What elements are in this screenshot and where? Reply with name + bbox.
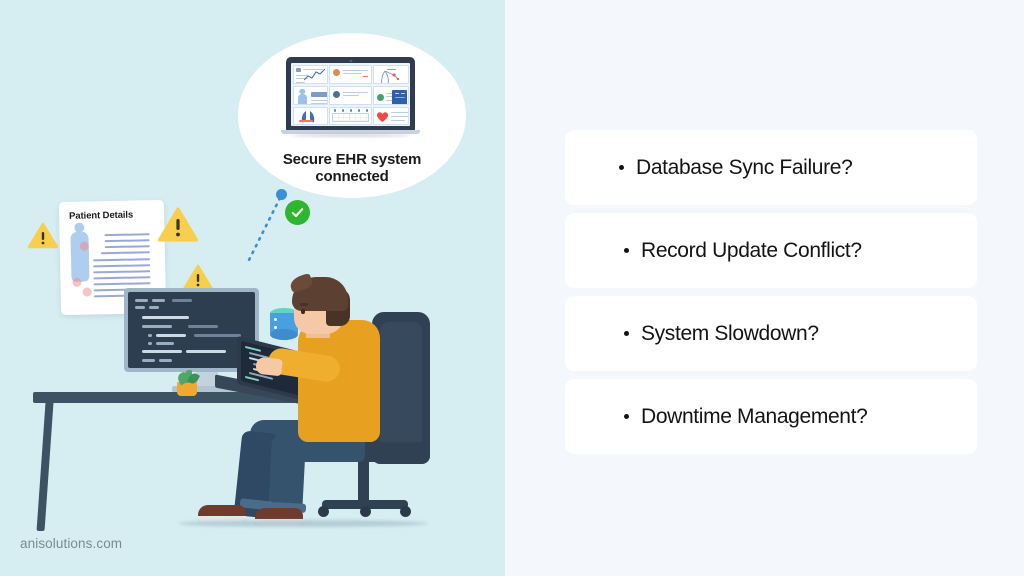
issue-label: Downtime Management? bbox=[641, 404, 868, 428]
desk-scene bbox=[0, 0, 505, 576]
bullet-icon bbox=[624, 414, 629, 419]
issue-card-downtime-management[interactable]: Downtime Management? bbox=[565, 379, 977, 454]
issue-label: Database Sync Failure? bbox=[636, 155, 853, 179]
bullet-icon bbox=[624, 248, 629, 253]
issue-card-database-sync-failure[interactable]: Database Sync Failure? bbox=[565, 130, 977, 205]
monitor-icon bbox=[124, 288, 259, 372]
dashboard-tile-patient-list bbox=[329, 64, 372, 85]
chair-base bbox=[322, 500, 408, 509]
dashboard-tile-records bbox=[329, 85, 372, 106]
issue-label: System Slowdown? bbox=[641, 321, 819, 345]
issue-card-system-slowdown[interactable]: System Slowdown? bbox=[565, 296, 977, 371]
dashboard-tile-chart bbox=[292, 64, 328, 85]
issue-card-record-update-conflict[interactable]: Record Update Conflict? bbox=[565, 213, 977, 288]
person-hand bbox=[255, 356, 283, 377]
desk-leg bbox=[36, 403, 54, 531]
connector-dotted-line bbox=[246, 196, 282, 264]
bullet-icon bbox=[619, 165, 624, 170]
watermark-text: anisolutions.com bbox=[20, 536, 123, 551]
check-circle-icon bbox=[285, 200, 310, 225]
dashboard-tile-id-card bbox=[373, 85, 409, 106]
chair-pole bbox=[358, 460, 369, 508]
illustration-panel: Secure EHR system connected Patient Deta… bbox=[0, 0, 505, 576]
monitor-foot bbox=[172, 386, 242, 392]
laptop-base bbox=[281, 130, 420, 134]
dashboard-tile-heart bbox=[373, 106, 409, 125]
shoe-icon bbox=[255, 508, 303, 525]
person-eyebrow bbox=[300, 303, 308, 306]
issue-label: Record Update Conflict? bbox=[641, 238, 862, 262]
warning-triangle-icon bbox=[158, 207, 198, 243]
shoe-icon bbox=[198, 505, 246, 522]
chair-wheel bbox=[318, 506, 329, 517]
bullet-icon bbox=[624, 331, 629, 336]
desk-surface bbox=[33, 392, 315, 403]
chair-wheel bbox=[400, 506, 411, 517]
connector-node-dot bbox=[276, 189, 287, 200]
monitor-stand bbox=[196, 370, 218, 390]
warning-triangle-icon bbox=[28, 222, 58, 249]
ehr-dashboard bbox=[291, 63, 410, 126]
person-torso bbox=[298, 320, 380, 442]
dashboard-tile-calendar bbox=[329, 106, 372, 125]
ehr-laptop-icon bbox=[281, 57, 420, 139]
office-chair-icon bbox=[372, 312, 430, 464]
floor-shadow bbox=[178, 520, 428, 527]
dashboard-tile-body-figure bbox=[292, 85, 328, 106]
dashboard-tile-lungs bbox=[292, 106, 328, 125]
ehr-caption-line-1: Secure EHR system bbox=[282, 151, 422, 168]
chair-wheel bbox=[360, 506, 371, 517]
dashboard-tile-anatomy bbox=[373, 64, 409, 85]
ehr-status-caption: Secure EHR system connected bbox=[238, 151, 466, 186]
database-icon bbox=[270, 308, 298, 340]
plant-icon bbox=[176, 370, 201, 396]
laptop-camera-icon bbox=[349, 59, 352, 62]
issue-list: Database Sync Failure? Record Update Con… bbox=[565, 130, 977, 454]
issues-panel: Database Sync Failure? Record Update Con… bbox=[505, 0, 1024, 576]
ehr-caption-line-2: connected bbox=[315, 168, 389, 186]
laptop-shadow bbox=[291, 134, 410, 137]
person-eye bbox=[301, 309, 305, 314]
